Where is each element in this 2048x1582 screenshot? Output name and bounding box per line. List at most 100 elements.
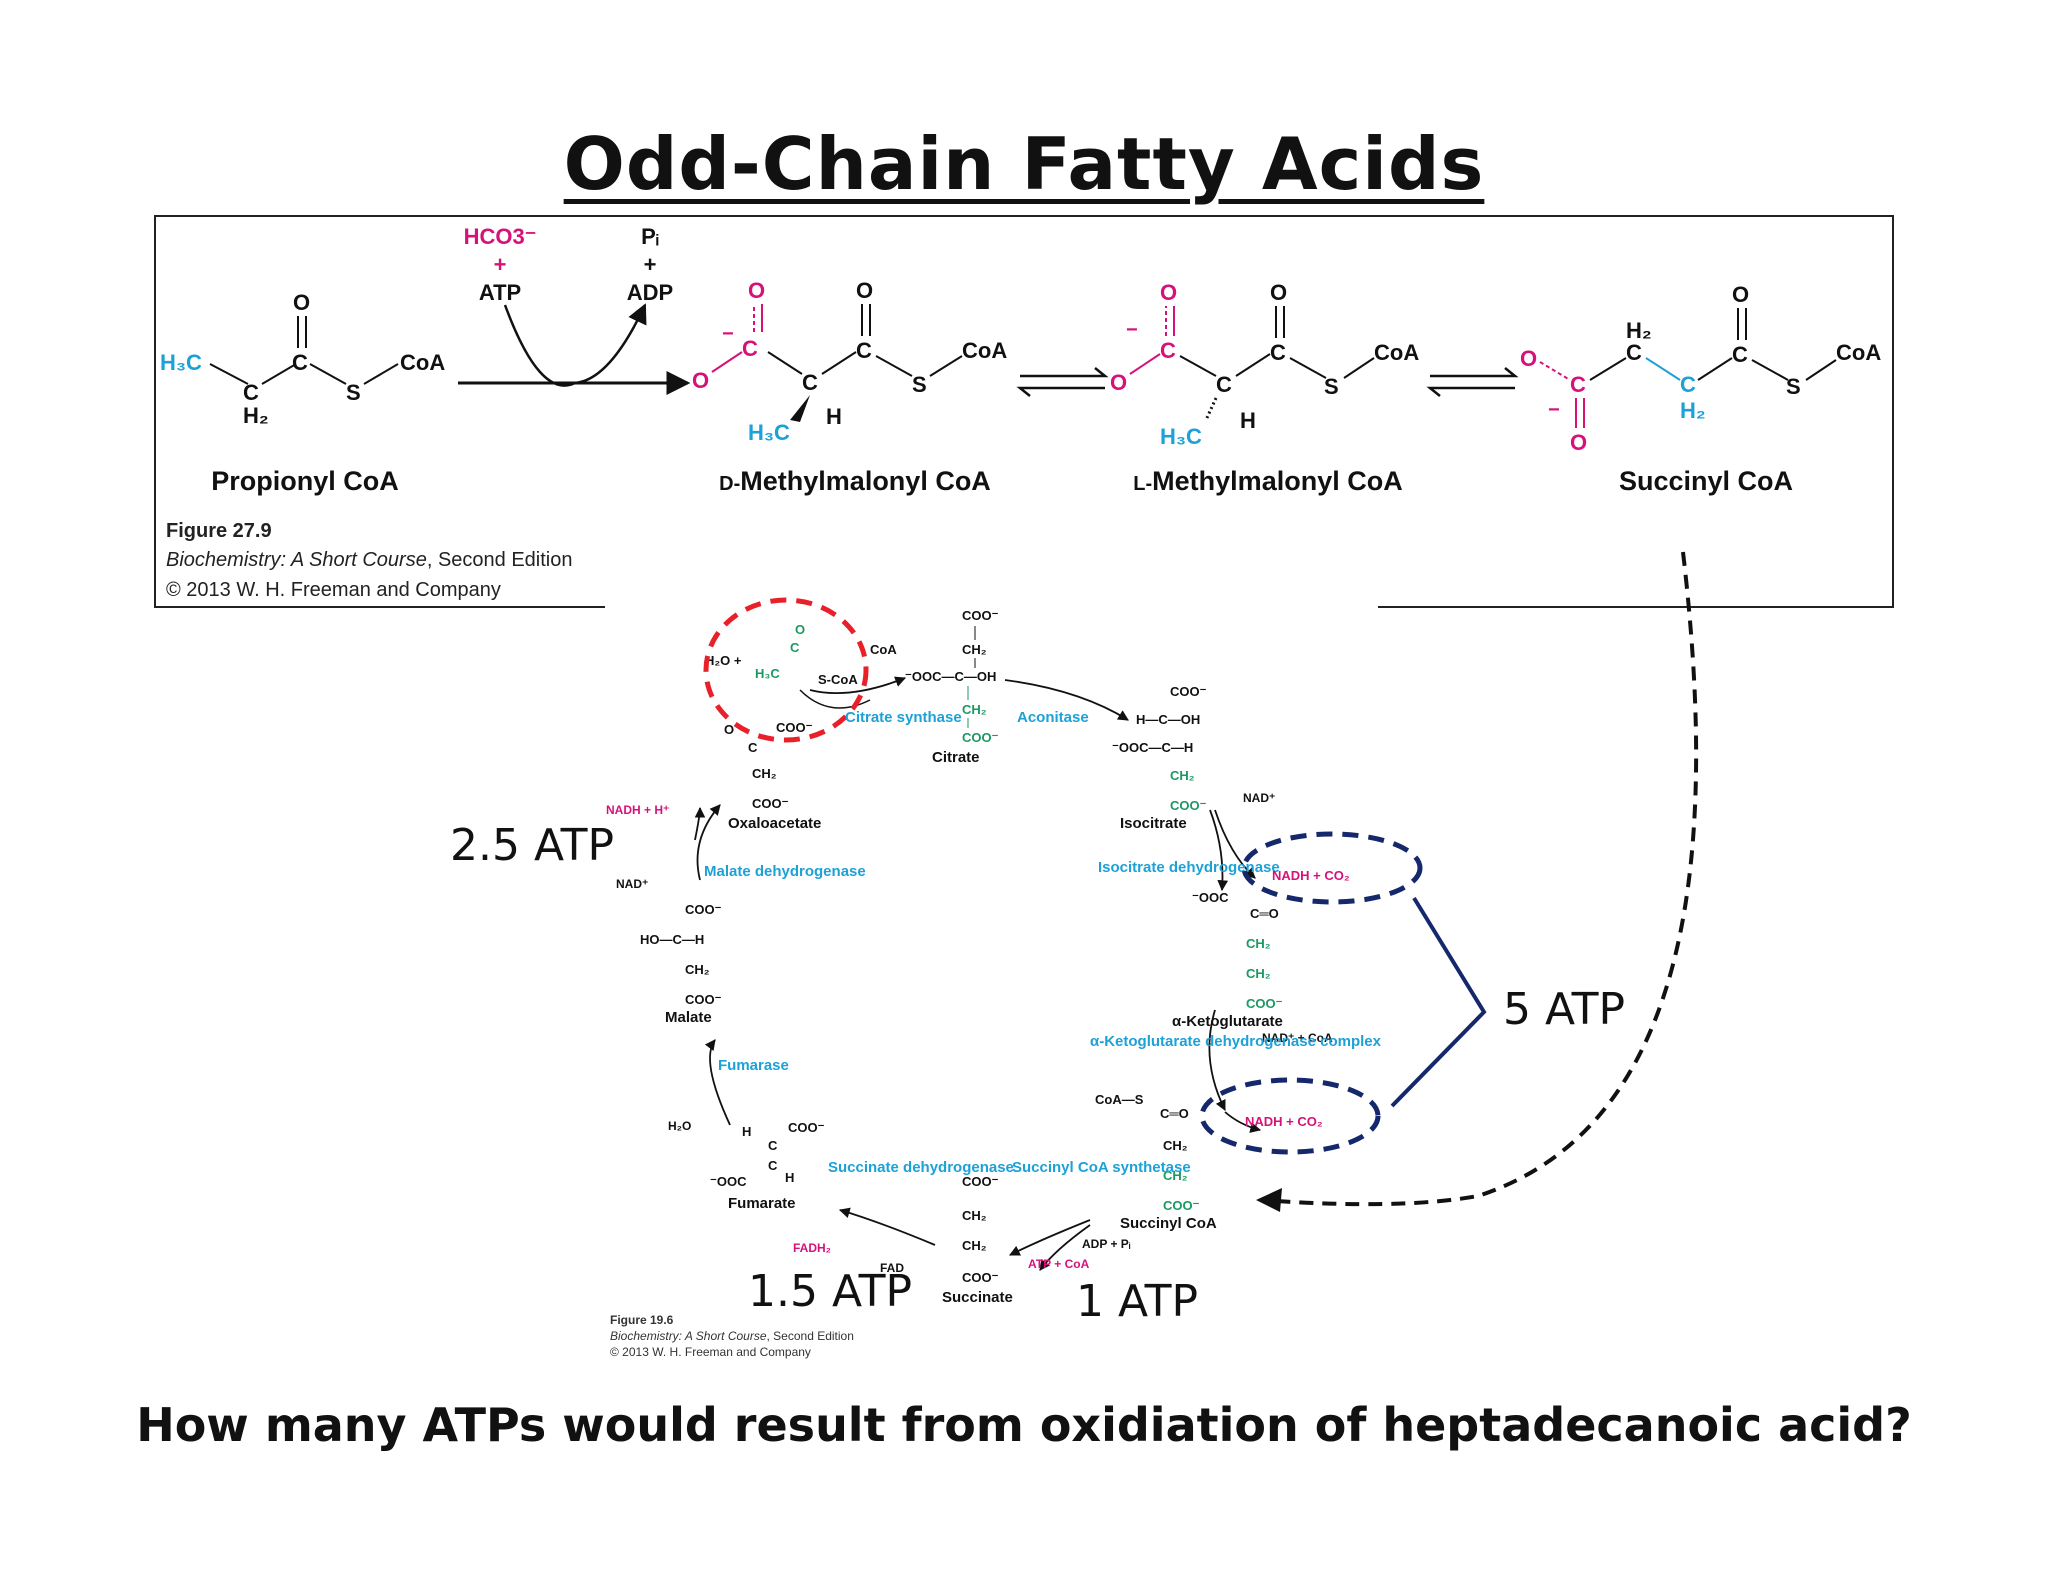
svg-text:H: H — [826, 404, 842, 429]
svg-text:CH₂: CH₂ — [962, 642, 987, 657]
svg-text:O: O — [795, 622, 805, 637]
svg-text:O: O — [856, 278, 873, 303]
svg-text:COO⁻: COO⁻ — [962, 1270, 999, 1285]
svg-text:C: C — [790, 640, 800, 655]
svg-text:C: C — [292, 350, 308, 375]
svg-text:CoA: CoA — [1374, 340, 1419, 365]
svg-text:S: S — [1324, 374, 1339, 399]
svg-text:COO⁻: COO⁻ — [685, 992, 722, 1007]
citrate-structure: COO⁻ CH₂ ⁻OOC—C—OH CH₂ COO⁻ Citrate — [905, 608, 999, 766]
atp-annotation-malate: 2.5 ATP — [450, 820, 615, 871]
cycle-caption-edition: , Second Edition — [767, 1329, 854, 1343]
svg-text:CH₂: CH₂ — [752, 766, 777, 781]
bicarbonate-label: HCO3⁻ — [464, 224, 537, 249]
svg-text:H₂O +: H₂O + — [705, 653, 742, 668]
svg-text:CH₂: CH₂ — [1163, 1138, 1188, 1153]
svg-text:⁻OOC: ⁻OOC — [710, 1174, 747, 1189]
svg-text:COO⁻: COO⁻ — [1163, 1198, 1200, 1213]
svg-text:O: O — [724, 722, 734, 737]
enzyme-succinate-dh: Succinate dehydrogenase — [828, 1159, 1014, 1176]
svg-text:C: C — [768, 1138, 778, 1153]
svg-text:O: O — [1110, 370, 1127, 395]
svg-text:COO⁻: COO⁻ — [1170, 684, 1207, 699]
succinyl-coa-name: Succinyl CoA — [1619, 466, 1793, 496]
cycle-caption: Figure 19.6 Biochemistry: A Short Course… — [610, 1313, 854, 1359]
nad-coa-label: NAD⁺ + CoA — [1262, 1031, 1333, 1045]
slide-title: Odd-Chain Fatty Acids — [563, 122, 1485, 206]
svg-text:C═O: C═O — [1250, 906, 1279, 921]
svg-text:−: − — [1548, 399, 1560, 421]
metabolite-isocitrate: Isocitrate — [1120, 815, 1187, 832]
atp-annotation-fadh2: 1.5 ATP — [748, 1266, 913, 1317]
svg-text:COO⁻: COO⁻ — [962, 730, 999, 745]
equilibrium-arrow-1 — [1016, 367, 1109, 397]
svg-text:CH₂: CH₂ — [962, 702, 987, 717]
atp-coa-label: ATP + CoA — [1028, 1257, 1090, 1271]
svg-text:C═O: C═O — [1160, 1106, 1189, 1121]
caption-figure: Figure 27.9 — [166, 520, 272, 542]
svg-text:C: C — [1570, 372, 1586, 397]
svg-text:Biochemistry: A Short Course,: Biochemistry: A Short Course, Second Edi… — [610, 1329, 854, 1343]
enzyme-citrate-synthase: Citrate synthase — [845, 709, 962, 726]
svg-text:C: C — [748, 740, 758, 755]
nadh-highlight-2 — [1199, 1077, 1381, 1155]
svg-text:CoA—S: CoA—S — [1095, 1092, 1144, 1107]
svg-text:CH₂: CH₂ — [1170, 768, 1195, 783]
adp-pi-label: ADP + Pᵢ — [1082, 1237, 1131, 1251]
enzyme-isocitrate-dh: Isocitrate dehydrogenase — [1098, 859, 1280, 876]
adp-label: ADP — [627, 280, 673, 305]
svg-text:H: H — [742, 1124, 751, 1139]
connector-arrowhead — [1256, 1188, 1282, 1212]
metabolite-citrate: Citrate — [932, 749, 980, 766]
svg-text:O: O — [1732, 282, 1749, 307]
l-methylmalonyl-name: L-Methylmalonyl CoA — [1133, 466, 1402, 496]
nadh-highlight-1 — [1241, 831, 1423, 905]
succinyl-coa-structure: O C O − C H₂ C H₂ C O S CoA — [1520, 282, 1881, 455]
d-prefix: D- — [719, 473, 740, 495]
svg-text:H₃C: H₃C — [160, 350, 202, 375]
svg-text:H₃C: H₃C — [755, 666, 780, 681]
malate-structure: COO⁻ HO—C—H CH₂ COO⁻ Malate NAD⁺ NADH + … — [606, 803, 722, 1026]
nadh-h-label: NADH + H⁺ — [606, 803, 669, 817]
svg-text:CH₂: CH₂ — [962, 1208, 987, 1223]
nad-label: NAD⁺ — [1243, 791, 1275, 805]
d-methylmalonyl-structure: O C O − C H₃C H C O S CoA — [692, 278, 1007, 445]
atp-annotation-nadh: 5 ATP — [1503, 984, 1626, 1035]
fad-label: FAD — [880, 1261, 904, 1275]
svg-text:H—C—OH: H—C—OH — [1136, 712, 1200, 727]
svg-text:C: C — [856, 338, 872, 363]
svg-text:H: H — [1240, 408, 1256, 433]
svg-text:HO—C—H: HO—C—H — [640, 932, 704, 947]
svg-text:CoA: CoA — [962, 338, 1007, 363]
svg-text:H₂: H₂ — [1626, 318, 1652, 343]
svg-text:−: − — [1126, 319, 1138, 341]
d-name: Methylmalonyl CoA — [740, 466, 991, 496]
svg-text:C: C — [1216, 372, 1232, 397]
top-figure-frame — [154, 215, 1894, 608]
svg-text:⁻OOC: ⁻OOC — [1192, 890, 1229, 905]
nad-label: NAD⁺ — [616, 877, 648, 891]
svg-text:H₃C: H₃C — [1160, 424, 1202, 449]
carboxylation-arrow: HCO3⁻ + ATP Pᵢ + ADP — [458, 224, 691, 395]
cycle-caption-figure: Figure 19.6 — [610, 1313, 674, 1327]
svg-text:O: O — [1520, 346, 1537, 371]
svg-text:CH₂: CH₂ — [1163, 1168, 1188, 1183]
svg-text:O: O — [1270, 280, 1287, 305]
enzyme-malate-dh: Malate dehydrogenase — [704, 863, 866, 880]
acetyl-coa-entry: H₂O + H₃C C O S-CoA CoA — [705, 622, 897, 709]
svg-text:O: O — [293, 290, 310, 315]
acetyl-coa-highlight — [703, 597, 869, 743]
svg-text:C: C — [1732, 342, 1748, 367]
svg-text:COO⁻: COO⁻ — [788, 1120, 825, 1135]
svg-text:COO⁻: COO⁻ — [1246, 996, 1283, 1011]
svg-text:O: O — [1160, 280, 1177, 305]
svg-text:O: O — [692, 368, 709, 393]
cycle-enzymes: Citrate synthase Aconitase Isocitrate de… — [704, 709, 1382, 1176]
metabolite-succinyl-coa: Succinyl CoA — [1120, 1215, 1217, 1232]
svg-text:COO⁻: COO⁻ — [752, 796, 789, 811]
svg-text:H₂: H₂ — [1680, 398, 1706, 423]
metabolite-malate: Malate — [665, 1009, 712, 1026]
svg-text:C: C — [1270, 340, 1286, 365]
